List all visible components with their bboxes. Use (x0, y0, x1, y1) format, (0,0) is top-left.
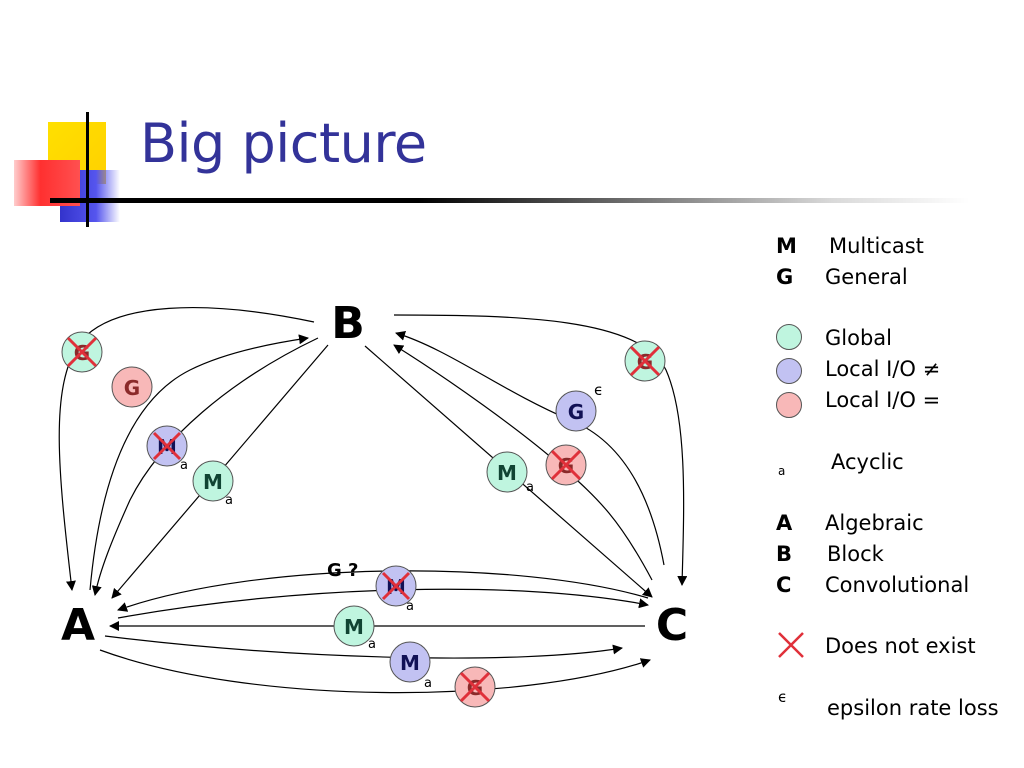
legend-multicast-label: Multicast (829, 234, 924, 258)
legend-epsilon-key: ϵ (778, 688, 788, 706)
legend-algebraic-label: Algebraic (825, 511, 924, 535)
cross-icon (459, 671, 491, 703)
legend-multicast: M Multicast (776, 234, 924, 258)
legend-multicast-key: M (776, 234, 797, 258)
node-c: C (656, 600, 688, 651)
ac-multicast-local-neq-nonexist-badge: M a (375, 565, 417, 614)
legend-acyclic-key: a (778, 464, 786, 478)
legend-general: G General (776, 265, 908, 289)
legend-block-label: Block (827, 542, 884, 566)
ab-general-nonexist-badge: G (61, 331, 103, 373)
edge-c-to-b-general (395, 330, 665, 566)
title-rule (50, 198, 970, 203)
legend-cross-icon (778, 632, 804, 658)
legend-local-eq-label: Local I/O = (825, 388, 941, 412)
ac-multicast-global-badge: M a (333, 605, 376, 652)
svg-text:a: a (225, 493, 233, 508)
legend-general-label: General (825, 265, 908, 289)
node-a: A (61, 600, 95, 651)
cross-icon (629, 345, 661, 377)
cross-icon (152, 431, 182, 461)
legend-global-label: Global (825, 326, 892, 350)
svg-text:a: a (406, 599, 414, 614)
legend-global-swatch (776, 324, 802, 350)
svg-text:a: a (180, 458, 188, 473)
legend-acyclic-label: Acyclic (831, 450, 904, 474)
legend-general-key: G (776, 265, 794, 289)
cross-icon (550, 449, 582, 481)
epsilon-mark: ϵ (594, 381, 603, 399)
ac-multicast-local-neq-badge: M a (389, 641, 432, 691)
ab-multicast-local-neq-nonexist-badge: M a (146, 425, 188, 473)
svg-text:G: G (124, 376, 140, 400)
legend-algebraic-key: A (776, 511, 793, 535)
legend-local-neq-label: Local I/O ≠ (825, 357, 941, 381)
svg-text:a: a (424, 676, 432, 691)
ac-question-label: G ? (327, 560, 358, 581)
svg-text:M: M (400, 651, 420, 675)
vertical-rule (86, 112, 89, 227)
bc-general-local-neq-badge: G ϵ (555, 381, 603, 432)
bc-general-local-eq-nonexist-badge: G (545, 444, 587, 486)
ab-general-local-eq-badge: G (111, 366, 153, 408)
legend-convolutional-label: Convolutional (825, 573, 970, 597)
page-title: Big picture (140, 112, 427, 175)
edge-a-to-b-general (89, 334, 309, 591)
legend-epsilon-label: epsilon rate loss (827, 696, 999, 720)
svg-text:M: M (203, 470, 223, 494)
legend-convolutional-key: C (776, 573, 792, 597)
svg-text:a: a (526, 480, 534, 495)
cross-icon (381, 571, 411, 601)
legend-nonexist-label: Does not exist (825, 634, 976, 658)
cross-icon (66, 336, 98, 368)
svg-text:a: a (368, 637, 376, 652)
svg-text:G: G (568, 400, 584, 424)
title-decoration (0, 0, 140, 230)
bc-general-nonexist-badge: G (624, 340, 666, 382)
edge-a-to-c-bottom (99, 649, 651, 694)
edge-b-to-a-multicast (91, 337, 319, 596)
legend-block-key: B (776, 542, 793, 566)
node-b: B (331, 298, 365, 349)
svg-text:M: M (344, 615, 364, 639)
legend-local-neq-swatch (776, 358, 802, 384)
bc-multicast-global-badge: M a (486, 451, 534, 495)
ac-general-local-eq-nonexist-badge: G (454, 666, 496, 708)
edges-a-c (99, 570, 651, 694)
legend-local-eq-swatch (776, 392, 802, 418)
ab-multicast-global-badge: M a (192, 460, 234, 508)
svg-text:M: M (497, 461, 517, 485)
